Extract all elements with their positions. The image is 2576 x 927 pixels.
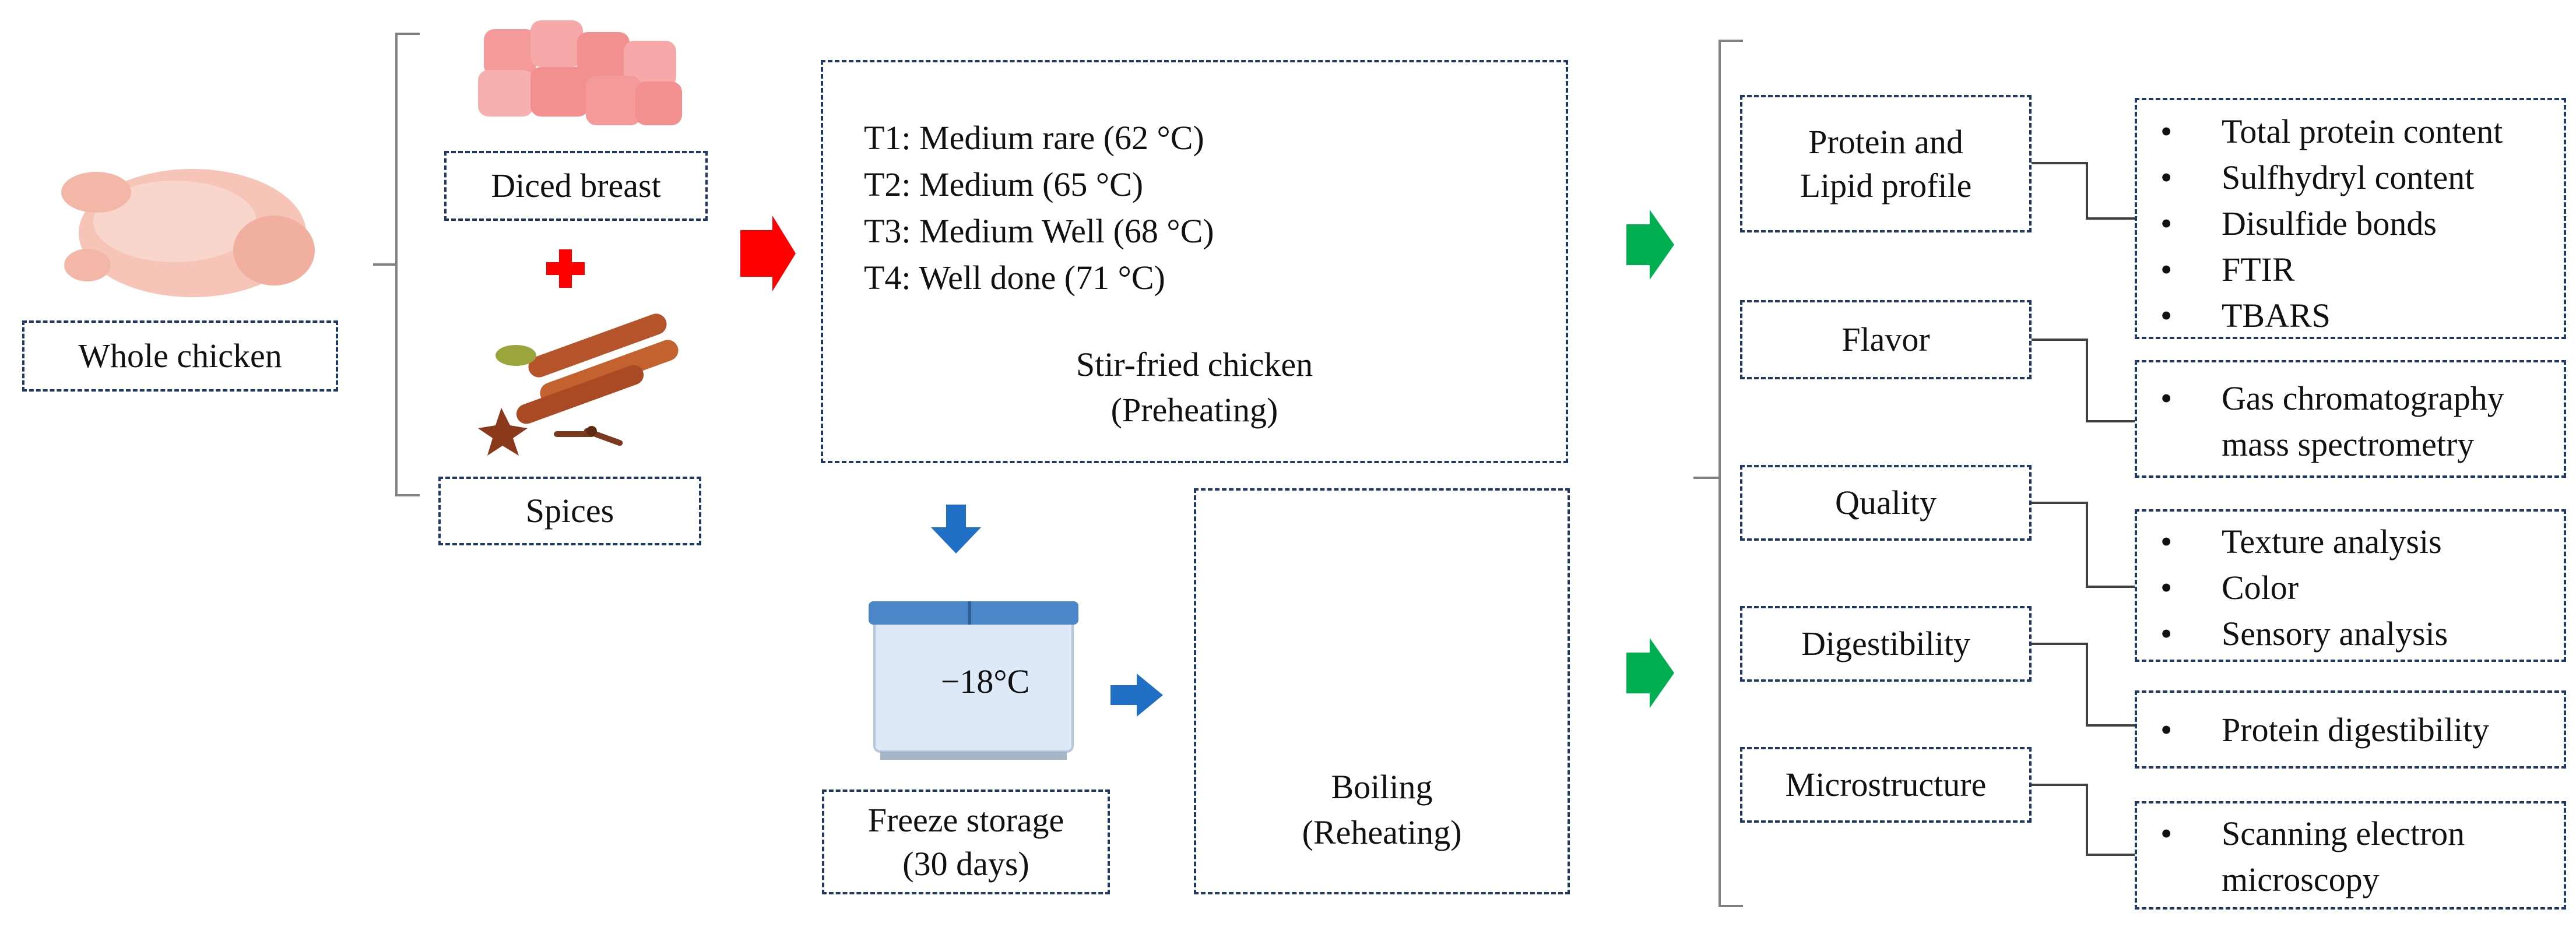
green-arrow-bottom (1626, 638, 1674, 708)
quality-label: Quality (1740, 465, 2032, 541)
digestibility-label: Digestibility (1740, 606, 2032, 682)
diced-breast-label: Diced breast (444, 151, 708, 221)
spices-icon (478, 313, 679, 456)
result-item: Sulfhydryl content (2160, 154, 2564, 200)
quality-results: Texture analysis Color Sensory analysis (2135, 509, 2566, 662)
result-item: Gas chromatography mass spectrometry (2160, 375, 2564, 467)
whole-chicken-icon (61, 169, 315, 297)
microstructure-results: Scanning electron microscopy (2135, 801, 2566, 910)
whole-chicken-label: Whole chicken (22, 320, 338, 392)
spices-label: Spices (438, 477, 701, 545)
result-item: Sensory analysis (2160, 611, 2564, 657)
preheating-box: T1: Medium rare (62 °C) T2: Medium (65 °… (821, 60, 1568, 463)
flavor-results: Gas chromatography mass spectrometry (2135, 360, 2566, 478)
result-item: Scanning electron microscopy (2160, 810, 2564, 903)
freezer-temperature: −18°C (940, 662, 1030, 701)
result-item: Total protein content (2160, 108, 2564, 154)
treatment-t2: T2: Medium (65 °C) (864, 165, 1144, 203)
protein-lipid-results: Total protein content Sulfhydryl content… (2135, 98, 2566, 339)
connector-protein (2032, 162, 2135, 220)
result-item: Disulfide bonds (2160, 200, 2564, 246)
flavor-label: Flavor (1740, 300, 2032, 379)
connector-quality (2032, 502, 2135, 588)
right-brace (1693, 40, 1743, 907)
connector-flavor (2032, 339, 2135, 422)
freeze-storage-label: Freeze storage (30 days) (822, 789, 1110, 894)
protein-lipid-label: Protein and Lipid profile (1740, 95, 2032, 232)
connector-digestibility (2032, 643, 2135, 727)
treatment-list: T1: Medium rare (62 °C) T2: Medium (65 °… (864, 115, 1214, 301)
freezer-icon (869, 601, 1078, 760)
treatment-t1: T1: Medium rare (62 °C) (864, 119, 1204, 157)
preheating-caption: Stir-fried chicken (Preheating) (1076, 346, 1313, 429)
plus-icon (546, 249, 585, 288)
connector-microstructure (2032, 784, 2135, 856)
digestibility-results: Protein digestibility (2135, 690, 2566, 769)
result-item: Protein digestibility (2160, 707, 2564, 753)
result-item: TBARS (2160, 292, 2564, 339)
result-item: Texture analysis (2160, 519, 2564, 565)
diced-breast-icon (478, 20, 682, 125)
treatment-t3: T3: Medium Well (68 °C) (864, 212, 1214, 250)
result-item: FTIR (2160, 246, 2564, 292)
left-brace (373, 33, 420, 496)
blue-arrow-right (1110, 674, 1163, 717)
treatment-t4: T4: Well done (71 °C) (864, 259, 1165, 297)
result-item: Color (2160, 565, 2564, 611)
microstructure-label: Microstructure (1740, 747, 2032, 823)
blue-arrow-down (931, 505, 981, 554)
reheating-box: Boiling (Reheating) (1194, 488, 1570, 894)
reheating-caption: Boiling (Reheating) (1302, 768, 1462, 852)
green-arrow-top (1626, 210, 1674, 280)
red-arrow (740, 216, 796, 291)
